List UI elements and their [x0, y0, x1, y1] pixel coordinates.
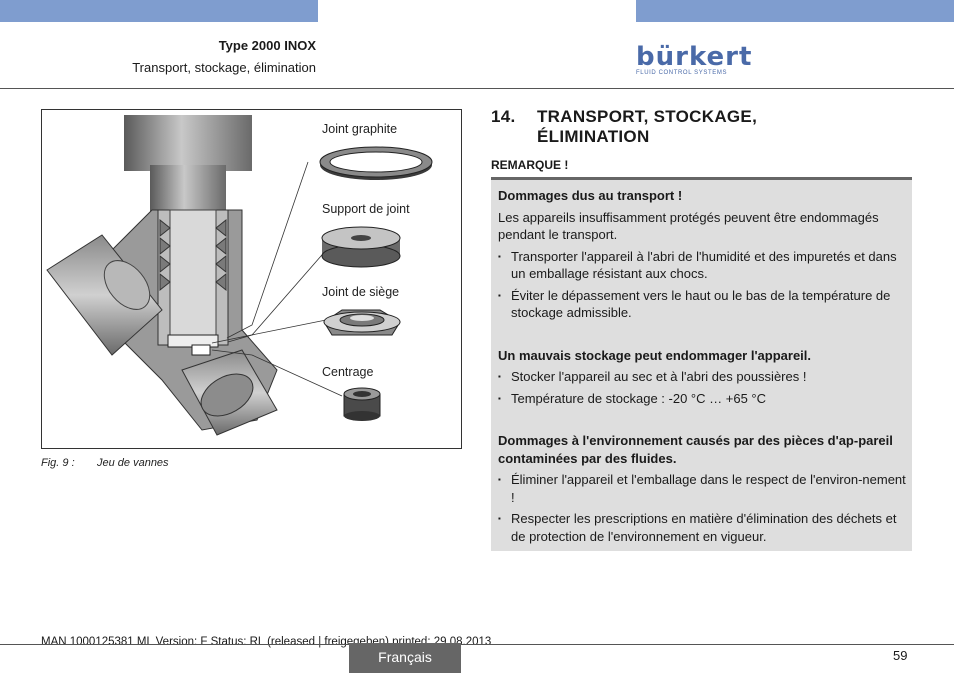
- outlet-opening: [200, 373, 254, 417]
- centering-section: [191, 344, 211, 356]
- chapter-subtitle: Transport, stockage, élimination: [132, 60, 316, 75]
- notice-box: Dommages dus au transport ! Les appareil…: [491, 177, 912, 551]
- logo-tagline: FLUID CONTROL SYSTEMS: [636, 70, 728, 76]
- valve-kit-figure: Joint graphite Support de joint Joint de…: [41, 109, 462, 449]
- figure-caption: Fig. 9 : Jeu de vannes: [41, 457, 169, 469]
- header-divider: [0, 88, 954, 89]
- notice-heading-environment: Dommages à l'environnement causés par de…: [498, 433, 893, 466]
- seal-support-part: [321, 226, 401, 268]
- leader-lines: [211, 161, 343, 397]
- list-item: Éviter le dépassement vers le haut ou le…: [498, 287, 908, 322]
- label-centrage: Centrage: [322, 365, 374, 379]
- inlet-port: [46, 234, 163, 356]
- packing-stack: [159, 218, 227, 292]
- notice-list-environment: Éliminer l'appareil et l'emballage dans …: [498, 471, 908, 545]
- notice-paragraph: Les appareils insuffisamment protégés pe…: [498, 209, 879, 243]
- document-title: Type 2000 INOX: [218, 38, 316, 53]
- actuator-neck: [150, 165, 226, 215]
- section-title-line2: ÉLIMINATION: [537, 127, 650, 146]
- burkert-logo: bürkert FLUID CONTROL SYSTEMS: [636, 40, 751, 80]
- list-item: Stocker l'appareil au sec et à l'abri de…: [498, 368, 908, 386]
- label-support-joint: Support de joint: [322, 202, 410, 216]
- spindle-bore: [169, 209, 217, 341]
- joint-graphite-part: [319, 146, 433, 180]
- logo-wordmark: bürkert: [636, 42, 753, 72]
- seat-seal-part: [323, 309, 401, 336]
- page-number: 59: [893, 648, 908, 663]
- notice-heading-storage: Un mauvais stockage peut endommager l'ap…: [498, 347, 812, 363]
- list-item: Transporter l'appareil à l'abri de l'hum…: [498, 248, 908, 283]
- list-item: Éliminer l'appareil et l'emballage dans …: [498, 471, 908, 506]
- actuator-housing: [124, 115, 252, 171]
- notice-list-storage: Stocker l'appareil au sec et à l'abri de…: [498, 368, 908, 407]
- figure-caption-number: Fig. 9 :: [41, 457, 75, 469]
- list-item: Température de stockage : -20 °C … +65 °…: [498, 390, 908, 408]
- valve-kit-illustration: [46, 115, 433, 436]
- notice-heading-transport: Dommages dus au transport !: [498, 188, 683, 203]
- figure-caption-text: Jeu de vannes: [97, 457, 169, 469]
- footer-divider: [0, 644, 954, 645]
- section-title-line1: TRANSPORT, STOCKAGE,: [537, 107, 758, 126]
- header-bar-right: [636, 0, 954, 22]
- centering-part: [343, 387, 381, 421]
- label-joint-graphite: Joint graphite: [322, 122, 398, 136]
- language-tab: Français: [349, 643, 461, 673]
- header-bar-left: [0, 0, 318, 22]
- section-number: 14.: [491, 107, 516, 126]
- notice-list-transport: Transporter l'appareil à l'abri de l'hum…: [498, 248, 908, 322]
- remark-label: REMARQUE !: [491, 158, 569, 172]
- label-joint-siege: Joint de siège: [322, 285, 400, 299]
- section-heading: 14. TRANSPORT, STOCKAGE, ÉLIMINATION: [491, 107, 757, 147]
- inlet-opening: [103, 260, 151, 310]
- list-item: Respecter les prescriptions en matière d…: [498, 510, 908, 545]
